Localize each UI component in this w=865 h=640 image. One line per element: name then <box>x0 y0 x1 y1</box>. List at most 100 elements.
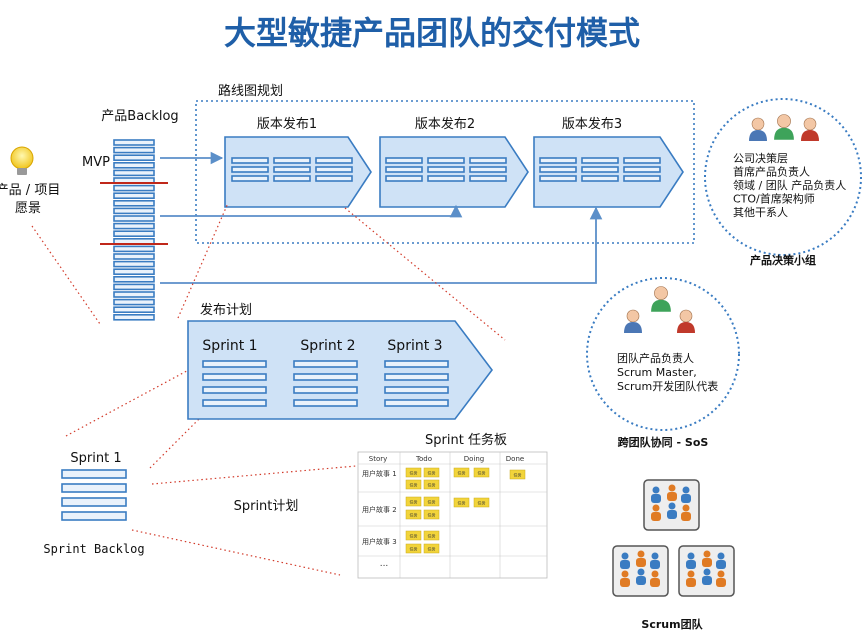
person-body <box>624 322 642 333</box>
team-member-body <box>651 494 661 503</box>
backlog-item <box>113 207 155 215</box>
release-3 <box>533 136 684 208</box>
sprint-item <box>202 386 267 394</box>
flow-arrow-release3 <box>160 206 603 284</box>
task-sticky-label: 任务 <box>410 482 418 488</box>
task-sticky-label: 任务 <box>410 470 418 476</box>
scrum-teams <box>612 479 735 597</box>
backlog-item <box>113 169 155 177</box>
decision-group-label: 产品决策小组 <box>750 253 816 267</box>
team-member-body <box>651 512 661 521</box>
team-member-body <box>686 578 696 587</box>
task-sticky-label: 任务 <box>428 482 436 488</box>
task-sticky <box>405 496 422 507</box>
release-item <box>427 166 465 173</box>
person-head <box>751 117 765 131</box>
backlog-item <box>113 275 155 283</box>
task-sticky <box>405 543 422 554</box>
sprint-item <box>202 373 267 381</box>
sprint-backlog-title: Sprint 1 <box>70 451 121 466</box>
release-2-label: 版本发布2 <box>415 116 475 132</box>
release-item <box>623 157 661 164</box>
team-member-head <box>717 552 725 560</box>
team-member-body <box>716 560 726 569</box>
task-sticky-label: 任务 <box>410 512 418 518</box>
team-member-body <box>650 560 660 569</box>
task-sticky <box>423 530 440 541</box>
release-item <box>231 175 269 182</box>
release-item <box>581 175 619 182</box>
person-body <box>801 130 819 141</box>
backlog-item <box>113 200 155 207</box>
taskboard-col-done: Done <box>506 455 524 463</box>
team-member-head <box>703 550 711 558</box>
decision-role: 首席产品负责人 <box>733 165 810 179</box>
team-member-head <box>668 484 676 492</box>
team-member-body <box>702 558 712 567</box>
release-item <box>315 175 353 182</box>
guide-line <box>65 365 197 437</box>
release-item <box>469 166 507 173</box>
person-body <box>749 130 767 141</box>
decision-role: 公司决策层 <box>733 151 788 165</box>
task-sticky <box>473 467 490 478</box>
task-sticky-label: 任务 <box>478 500 486 506</box>
team-member-body <box>667 492 677 501</box>
task-sticky-label: 任务 <box>410 499 418 505</box>
team-member-body <box>636 558 646 567</box>
release-item <box>469 175 507 182</box>
lightbulb-icon <box>10 146 34 175</box>
team-member-body <box>636 576 646 585</box>
backlog-item <box>113 162 155 169</box>
task-sticky <box>453 497 470 508</box>
guide-line <box>177 202 229 319</box>
sprint-item <box>293 386 358 394</box>
taskboard-col-todo: Todo <box>415 455 432 463</box>
task-sticky <box>473 497 490 508</box>
release-item <box>539 157 577 164</box>
sprint-item <box>202 360 267 368</box>
mvp-label: MVP <box>82 155 110 170</box>
sos-role: Scrum Master, <box>617 366 697 379</box>
release-item <box>273 166 311 173</box>
person-head <box>626 309 640 323</box>
sprint-1-label: Sprint 1 <box>202 338 257 354</box>
task-sticky <box>453 467 470 478</box>
people-icon <box>624 286 695 333</box>
sprint-item <box>202 399 267 407</box>
backlog-item <box>113 192 155 199</box>
backlog-item <box>113 139 155 146</box>
team-member-head <box>637 550 645 558</box>
sos-role: 团队产品负责人 <box>617 351 694 365</box>
sprint-item <box>293 399 358 407</box>
release-plan-label: 发布计划 <box>200 302 252 318</box>
release-item <box>581 166 619 173</box>
backlog-item <box>113 260 155 268</box>
decision-group-circle <box>704 98 862 256</box>
release-1-label: 版本发布1 <box>257 116 317 132</box>
team-member-head <box>703 568 711 576</box>
team-member-body <box>686 560 696 569</box>
sprint-item <box>293 360 358 368</box>
person-body <box>774 127 794 140</box>
release-item <box>385 175 423 182</box>
team-member-head <box>621 570 629 578</box>
team-member-head <box>687 570 695 578</box>
backlog-item <box>113 291 155 298</box>
person-head <box>679 309 693 323</box>
backlog-item <box>113 253 155 260</box>
release-3-label: 版本发布3 <box>562 116 622 132</box>
release-item <box>539 166 577 173</box>
flow-arrow-release2 <box>160 204 463 218</box>
backlog-item <box>113 184 155 192</box>
task-sticky <box>423 543 440 554</box>
guide-line <box>344 207 506 341</box>
task-sticky <box>423 467 440 478</box>
task-sticky <box>405 479 422 490</box>
person-body <box>651 299 671 312</box>
page-title: 大型敏捷产品团队的交付模式 <box>224 14 640 52</box>
release-item <box>273 175 311 182</box>
person-body <box>677 322 695 333</box>
backlog-item <box>113 222 155 230</box>
